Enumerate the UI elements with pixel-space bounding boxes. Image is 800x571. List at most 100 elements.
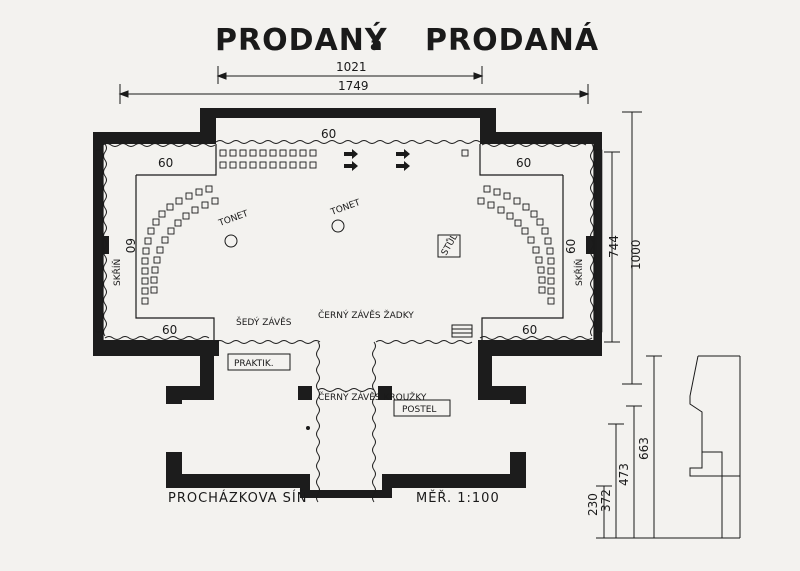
margin-right-side: 60 bbox=[564, 239, 578, 254]
seat bbox=[153, 256, 161, 264]
dim-663: 663 bbox=[637, 437, 651, 460]
tonet-left-chair bbox=[224, 234, 238, 248]
dim-230: 230 bbox=[586, 493, 600, 516]
seat bbox=[141, 267, 149, 275]
seat bbox=[205, 185, 213, 193]
seat bbox=[289, 149, 297, 157]
margin-right-bottom: 60 bbox=[522, 323, 537, 337]
seat bbox=[461, 149, 469, 157]
label-cerny-zaves-krouzky: ČERNÝ ZÁVĚS KROUŽKY bbox=[318, 391, 427, 403]
seat bbox=[547, 297, 555, 305]
seat bbox=[299, 149, 307, 157]
seat bbox=[161, 236, 169, 244]
seat bbox=[541, 227, 549, 235]
seat bbox=[513, 197, 521, 205]
seat bbox=[309, 161, 317, 169]
seat bbox=[167, 227, 175, 235]
seat bbox=[547, 287, 555, 295]
seating bbox=[141, 149, 555, 305]
furniture bbox=[224, 219, 473, 430]
seat bbox=[211, 197, 219, 205]
seat bbox=[175, 197, 183, 205]
seat bbox=[151, 266, 159, 274]
seat bbox=[219, 161, 227, 169]
praktik-box bbox=[227, 353, 291, 371]
seat bbox=[535, 256, 543, 264]
seat bbox=[279, 161, 287, 169]
margin-right-top: 60 bbox=[516, 156, 531, 170]
seat bbox=[547, 277, 555, 285]
seat bbox=[158, 210, 166, 218]
tonet-center-chair bbox=[331, 219, 345, 233]
dimension-lines-top bbox=[118, 66, 590, 104]
seat bbox=[201, 201, 209, 209]
title-part1: PRODANÝ bbox=[215, 21, 388, 58]
seat bbox=[152, 218, 160, 226]
seat bbox=[174, 219, 182, 227]
seat bbox=[487, 201, 495, 209]
seat bbox=[522, 203, 530, 211]
seat bbox=[483, 185, 491, 193]
label-praktik: PRAKTIK. bbox=[234, 359, 274, 369]
seat bbox=[141, 257, 149, 265]
seat bbox=[269, 149, 277, 157]
label-cerny-zaves-zadky: ČERNÝ ZÁVĚS ŽADKY bbox=[318, 309, 414, 321]
seat bbox=[182, 212, 190, 220]
seat bbox=[259, 149, 267, 157]
seat bbox=[239, 149, 247, 157]
dim-height: 1000 bbox=[629, 239, 643, 270]
seat bbox=[279, 149, 287, 157]
seat bbox=[493, 188, 501, 196]
seat bbox=[191, 206, 199, 214]
seat bbox=[142, 247, 150, 255]
seat bbox=[299, 161, 307, 169]
seat bbox=[259, 161, 267, 169]
dimension-lines-right bbox=[604, 111, 642, 385]
inner-outline bbox=[102, 144, 595, 340]
seat bbox=[249, 161, 257, 169]
seat bbox=[506, 212, 514, 220]
seat bbox=[547, 267, 555, 275]
label-stul: STŮL bbox=[438, 232, 460, 258]
title-part2: PRODANÁ bbox=[425, 22, 599, 58]
margin-left-side: 60 bbox=[123, 238, 137, 253]
seat bbox=[544, 237, 552, 245]
seat bbox=[141, 277, 149, 285]
seat bbox=[536, 218, 544, 226]
seat bbox=[150, 276, 158, 284]
hall-name: PROCHÁZKOVA SÍŇ bbox=[168, 490, 307, 506]
margin-left-bottom: 60 bbox=[162, 323, 177, 337]
seat bbox=[532, 246, 540, 254]
seat bbox=[141, 297, 149, 305]
seat bbox=[249, 149, 257, 157]
seat bbox=[144, 237, 152, 245]
title-conjunction: a bbox=[370, 34, 383, 55]
seat bbox=[141, 287, 149, 295]
seat bbox=[538, 276, 546, 284]
margin-left-top: 60 bbox=[158, 156, 173, 170]
dim-total-width: 1749 bbox=[338, 79, 369, 93]
curtains bbox=[102, 140, 594, 503]
side-hatching bbox=[95, 149, 603, 333]
seat bbox=[195, 188, 203, 196]
seat bbox=[156, 246, 164, 254]
seat bbox=[269, 161, 277, 169]
seat bbox=[166, 203, 174, 211]
label-skrin-right: SKŘÍŇ bbox=[573, 259, 585, 286]
section-dimensions bbox=[596, 355, 741, 539]
walls bbox=[93, 108, 602, 498]
stairs bbox=[451, 324, 473, 338]
scale: MĚŘ. 1:100 bbox=[416, 490, 500, 506]
seat bbox=[229, 161, 237, 169]
seat bbox=[497, 206, 505, 214]
seat bbox=[514, 219, 522, 227]
table-shape bbox=[437, 234, 461, 258]
dim-inner-width: 1021 bbox=[336, 60, 367, 74]
label-postel: POSTEL bbox=[402, 405, 436, 415]
seat bbox=[477, 197, 485, 205]
seat bbox=[530, 210, 538, 218]
seat bbox=[527, 236, 535, 244]
seat bbox=[229, 149, 237, 157]
